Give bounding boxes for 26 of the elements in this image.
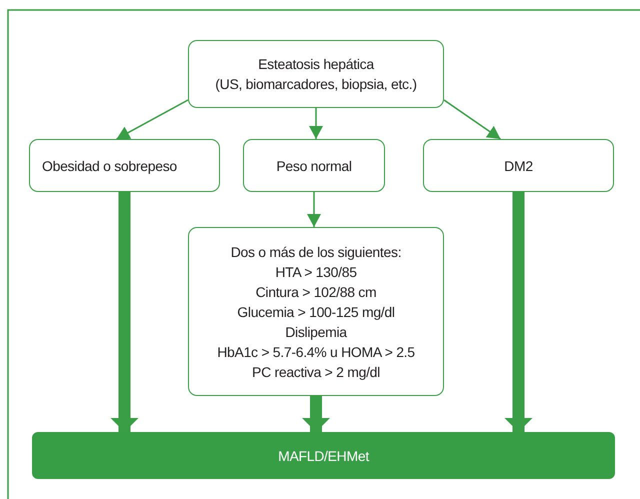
node-heading: Dos o más de los siguientes:	[230, 242, 402, 262]
process-box	[243, 139, 385, 192]
node-text: Cintura > 102/88 cm	[256, 282, 376, 302]
arrow	[110, 192, 138, 432]
node-heading: Esteatosis hepática	[258, 55, 374, 74]
arrow	[504, 192, 532, 432]
result-bar	[32, 432, 615, 479]
node-text: Obesidad o sobrepeso	[42, 156, 177, 176]
process-box	[188, 40, 444, 108]
arrow	[307, 192, 321, 227]
node-text: Peso normal	[276, 156, 352, 176]
node-text: MAFLD/EHMet	[278, 446, 369, 466]
arrow	[116, 99, 188, 140]
node-text: (US, biomarcadores, biopsia, etc.)	[215, 75, 417, 94]
node-text: HTA > 130/85	[275, 262, 357, 282]
process-box	[188, 227, 444, 396]
arrow	[302, 396, 330, 432]
arrow	[309, 108, 323, 139]
arrow	[444, 99, 501, 140]
node-text: PC reactiva > 2 mg/dl	[252, 362, 380, 382]
node-text: Dislipemia	[285, 322, 347, 342]
node-text: DM2	[504, 156, 533, 176]
process-box	[29, 139, 220, 192]
node-text: HbA1c > 5.7-6.4% u HOMA > 2.5	[217, 342, 415, 362]
node-text: Glucemia > 100-125 mg/dl	[237, 302, 395, 322]
process-box	[423, 139, 614, 192]
